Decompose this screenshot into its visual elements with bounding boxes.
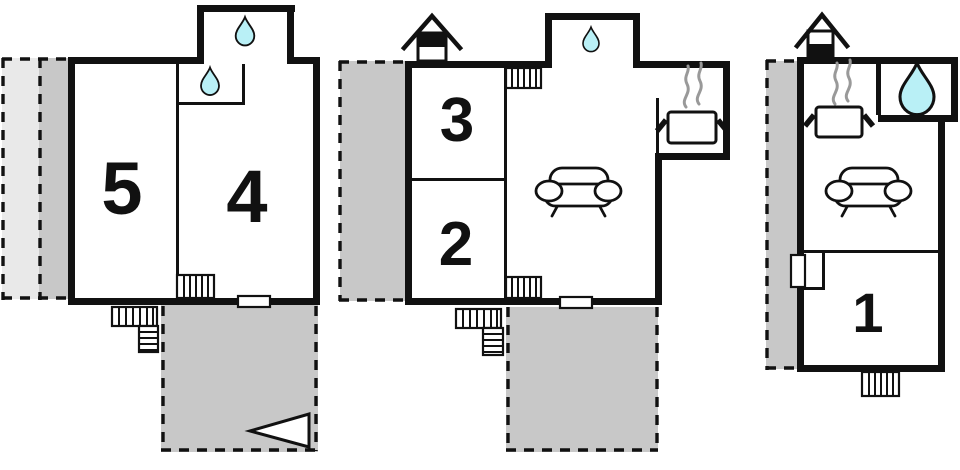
middle-bottom-terrace — [506, 307, 658, 452]
stairs-right-outdoor — [860, 370, 901, 398]
wall-segment — [797, 57, 804, 372]
stairs-left-outdoor — [110, 305, 160, 354]
water-drop-icon — [898, 58, 936, 117]
wall-segment — [68, 57, 204, 64]
dormer-wall — [197, 5, 295, 12]
building-right-walls — [797, 57, 958, 372]
closet-wall — [822, 253, 825, 290]
stairs-middle-top-indoor — [504, 66, 543, 90]
room-label-5: 5 — [101, 147, 143, 230]
dormer-wall — [545, 13, 552, 68]
dormer-wall — [545, 13, 640, 20]
sofa-icon — [824, 166, 913, 218]
water-drop-icon — [234, 14, 256, 47]
stairs-icon — [110, 305, 159, 328]
bathroom-wall — [878, 115, 958, 122]
bathroom-wall — [242, 64, 245, 105]
bathroom-wall — [876, 64, 881, 115]
stairs-middle-bottom-indoor — [504, 275, 543, 300]
stairs-left-indoor — [175, 273, 216, 300]
wall-segment — [294, 57, 320, 64]
wall-segment — [405, 61, 545, 68]
dashed-boundaries — [1, 57, 797, 452]
door-icon — [236, 294, 272, 309]
wall-segment — [797, 365, 945, 372]
room-label-4: 4 — [226, 155, 268, 238]
building-left-walls — [68, 5, 320, 305]
stairs-icon — [481, 326, 505, 357]
wall-segment — [313, 57, 320, 305]
left-inner-terrace — [39, 58, 68, 299]
water-drop-icon — [582, 24, 600, 53]
right-side-terrace — [766, 61, 797, 369]
room-label-2: 2 — [438, 210, 474, 279]
wall-segment — [951, 57, 958, 122]
door-icon — [789, 253, 807, 289]
room-label-1: 1 — [852, 281, 884, 344]
kitchen-nook-wall — [723, 61, 730, 160]
sofa-icon — [534, 166, 623, 218]
chimney-icon — [793, 11, 851, 59]
kitchen-nook-wall — [655, 153, 730, 160]
building-middle-walls — [405, 13, 730, 305]
direction-arrow-icon — [244, 412, 311, 449]
kitchen-partition-wall — [656, 98, 659, 153]
terrace-areas — [2, 58, 797, 452]
left-outer-terrace — [2, 58, 39, 299]
bathroom-wall — [176, 102, 245, 105]
middle-side-terrace — [340, 61, 405, 301]
dormer-wall — [287, 5, 294, 64]
wall-segment — [640, 61, 730, 68]
wall-segment — [68, 298, 320, 305]
water-drop-icon — [200, 64, 220, 96]
stairs-icon — [454, 307, 503, 330]
wall-segment — [405, 61, 412, 305]
room-divider-wall — [412, 178, 504, 181]
stairs-middle-outdoor — [454, 307, 505, 357]
wall-segment — [405, 298, 662, 305]
door-icon — [558, 295, 594, 310]
wall-segment — [938, 115, 945, 372]
room-label-3: 3 — [439, 86, 475, 155]
stove-icon — [802, 58, 876, 139]
room-divider-wall — [176, 105, 179, 298]
room-divider-wall — [804, 250, 938, 253]
chimney-icon — [400, 12, 464, 63]
bathroom-wall — [176, 64, 179, 105]
wall-segment — [797, 57, 958, 64]
room-divider-wall — [504, 68, 507, 298]
dormer-wall — [633, 13, 640, 68]
wall-segment — [68, 57, 75, 305]
closet-wall — [804, 287, 825, 290]
dormer-wall — [197, 5, 204, 64]
wall-segment — [655, 153, 662, 305]
stove-icon — [654, 61, 730, 145]
